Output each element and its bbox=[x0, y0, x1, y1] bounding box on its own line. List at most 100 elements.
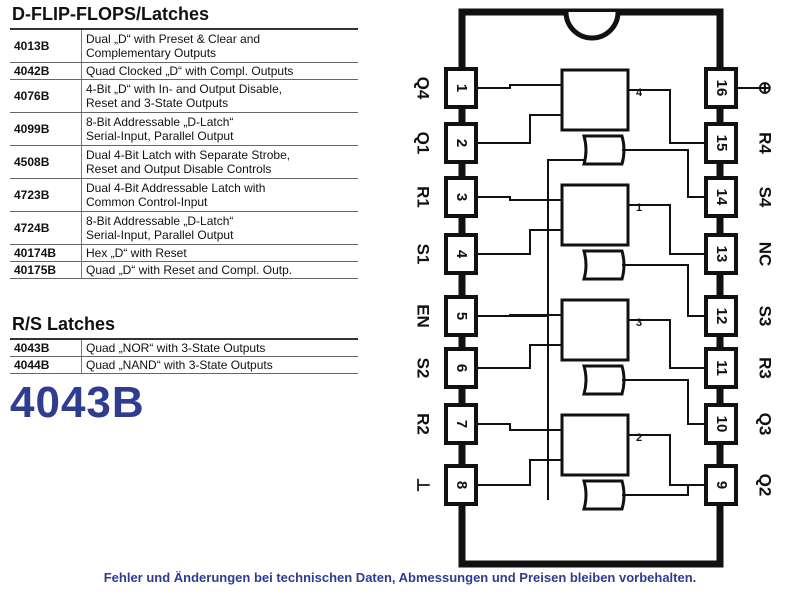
pin-number: 2 bbox=[453, 139, 470, 147]
pin-label: S2 bbox=[414, 358, 433, 379]
part-code: 4508B bbox=[10, 146, 82, 178]
signal-wire bbox=[628, 204, 706, 255]
pin-number: 8 bbox=[453, 481, 470, 489]
pin-box bbox=[444, 464, 478, 506]
latch-number: 3 bbox=[636, 317, 642, 329]
signal-wire bbox=[476, 196, 562, 201]
output-buffer bbox=[582, 479, 626, 511]
description-line: Reset and 3-State Outputs bbox=[86, 96, 229, 110]
pin-label: ⊥ bbox=[414, 478, 433, 493]
pin-label: Q4 bbox=[414, 77, 433, 100]
part-description: Quad Clocked „D“ with Compl. Outputs bbox=[82, 63, 358, 79]
package-notch bbox=[563, 11, 621, 41]
description-line: 4-Bit „D“ with In- and Output Disable, bbox=[86, 82, 283, 96]
pin-number: 3 bbox=[453, 193, 470, 201]
output-buffer bbox=[582, 134, 626, 166]
part-description: 8-Bit Addressable „D-Latch“Serial-Input,… bbox=[82, 113, 358, 145]
latch-block bbox=[560, 298, 630, 362]
signal-wire bbox=[622, 379, 706, 425]
description-line: 8-Bit Addressable „D-Latch“ bbox=[86, 214, 234, 228]
signal-wire bbox=[622, 264, 706, 317]
pin-label: Q1 bbox=[414, 132, 433, 155]
pin-label: NC bbox=[756, 242, 775, 267]
description-line: Dual „D“ with Preset & Clear and bbox=[86, 32, 261, 46]
dflipflops-heading: D-FLIP-FLOPS/Latches bbox=[12, 4, 210, 24]
pin-number: 6 bbox=[453, 364, 470, 372]
description-line: Quad „NAND“ with 3-State Outputs bbox=[86, 358, 273, 372]
pin-box bbox=[444, 122, 478, 164]
description-line: Dual 4-Bit Addressable Latch with bbox=[86, 181, 266, 195]
pin-number: 16 bbox=[713, 80, 730, 97]
pin-label: Q3 bbox=[756, 413, 775, 436]
description-line: Hex „D“ with Reset bbox=[86, 246, 187, 260]
latch-block bbox=[560, 183, 630, 247]
pin-label: EN bbox=[414, 304, 433, 328]
pin-number: 10 bbox=[713, 416, 730, 433]
pin-number: 4 bbox=[453, 250, 470, 259]
latch-number: 4 bbox=[636, 87, 643, 99]
latch-number: 1 bbox=[636, 202, 642, 214]
pin-number: 14 bbox=[713, 189, 730, 206]
signal-wire bbox=[622, 149, 706, 198]
description-line: Serial-Input, Parallel Output bbox=[86, 228, 234, 242]
pin-box bbox=[444, 347, 478, 389]
pin-label: R1 bbox=[414, 186, 433, 208]
part-code: 4724B bbox=[10, 212, 82, 244]
latch-number: 2 bbox=[636, 432, 642, 444]
output-buffer bbox=[582, 364, 626, 396]
description-line: Complementary Outputs bbox=[86, 46, 217, 60]
pin-number: 13 bbox=[713, 246, 730, 263]
pin-number: 1 bbox=[453, 84, 470, 92]
table-row: 4044B Quad „NAND“ with 3-State Outputs bbox=[10, 357, 358, 374]
part-code: 4042B bbox=[10, 63, 82, 79]
signal-wire bbox=[628, 319, 706, 369]
disclaimer-footer: Fehler und Änderungen bei technischen Da… bbox=[103, 570, 697, 585]
pin-label: R3 bbox=[756, 357, 775, 379]
rslatches-table: 4043B Quad „NOR“ with 3-State Outputs 4044… bbox=[10, 338, 358, 374]
description-line: Dual 4-Bit Latch with Separate Strobe, bbox=[86, 148, 291, 162]
description-line: Reset and Output Disable Controls bbox=[86, 162, 272, 176]
pin-number: 11 bbox=[713, 360, 730, 376]
part-code: 40174B bbox=[10, 245, 82, 261]
signal-wire bbox=[476, 84, 562, 89]
signal-wire bbox=[476, 423, 562, 431]
description-line: Quad „NOR“ with 3-State Outputs bbox=[86, 341, 266, 355]
description-line: Quad Clocked „D“ with Compl. Outputs bbox=[86, 64, 294, 78]
part-code: 4013B bbox=[10, 30, 82, 62]
part-code: 4099B bbox=[10, 113, 82, 145]
pin-label: S1 bbox=[414, 244, 433, 265]
part-code: 4043B bbox=[10, 340, 82, 356]
pin-label: S3 bbox=[756, 306, 775, 327]
pin-box bbox=[444, 67, 478, 109]
latch-block bbox=[560, 68, 630, 132]
description-line: Common Control-Input bbox=[86, 195, 208, 209]
part-code: 40175B bbox=[10, 262, 82, 278]
pin-box bbox=[444, 176, 478, 218]
part-description: Quad „NOR“ with 3-State Outputs bbox=[82, 340, 358, 356]
output-buffer bbox=[582, 249, 626, 281]
signal-wire bbox=[628, 89, 706, 144]
table-row: 4043B Quad „NOR“ with 3-State Outputs bbox=[10, 340, 358, 357]
latch-block bbox=[560, 413, 630, 477]
enable-bus bbox=[476, 159, 584, 317]
pin-box bbox=[704, 176, 738, 218]
part-description: Dual 4-Bit Latch with Separate Strobe,Re… bbox=[82, 146, 358, 178]
pin-number: 5 bbox=[453, 312, 470, 320]
part-code: 4044B bbox=[10, 357, 82, 373]
signal-wire bbox=[476, 229, 562, 255]
part-description: 8-Bit Addressable „D-Latch“Serial-Input,… bbox=[82, 212, 358, 244]
pin-label: Q2 bbox=[756, 474, 775, 497]
table-row: 4042B Quad Clocked „D“ with Compl. Output… bbox=[10, 63, 358, 80]
pin-label: S4 bbox=[756, 187, 775, 208]
pin-label: ⊕ bbox=[756, 81, 775, 95]
